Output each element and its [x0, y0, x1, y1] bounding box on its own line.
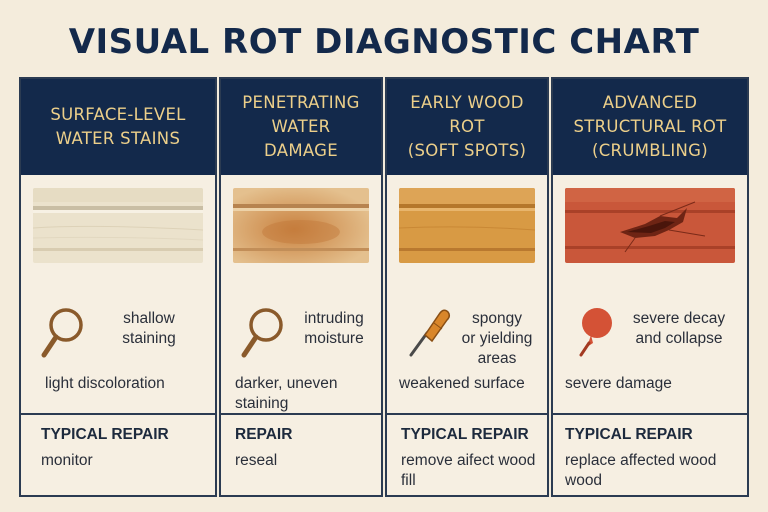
screwdriver-icon [407, 305, 451, 359]
divider [221, 413, 381, 415]
symptom-note: shallow staining [122, 310, 176, 347]
symptom-summary: severe damage [565, 375, 672, 392]
column-penetrating-damage: PENETRATING WATER DAMAGE [219, 77, 383, 497]
column-advanced-rot: ADVANCED STRUCTURAL ROT (CRUMBLING) seve [551, 77, 749, 497]
column-heading: EARLY WOOD ROT (SOFT SPOTS) [387, 79, 547, 175]
column-early-rot: EARLY WOOD ROT (SOFT SPOTS) spongy or yi… [385, 77, 549, 497]
column-heading: SURFACE-LEVEL WATER STAINS [21, 79, 215, 175]
symptom-note: spongy or yielding areas [461, 310, 533, 367]
wood-swatch-crumbling [565, 188, 735, 263]
column-heading: PENETRATING WATER DAMAGE [221, 79, 381, 175]
symptom-note: intruding moisture [304, 310, 364, 347]
magnifying-glass-icon [41, 305, 85, 359]
symptom-summary: darker, uneven staining [235, 375, 338, 412]
divider [21, 413, 215, 415]
wood-swatch-light [33, 188, 203, 263]
symptom-note: severe decay and collapse [632, 310, 726, 347]
repair-label: REPAIR [235, 426, 293, 443]
symptom-summary: weakened surface [399, 375, 525, 392]
repair-text: remove aifect wood fill [401, 452, 536, 489]
repair-text: replace affected wood wood [565, 452, 717, 489]
divider [387, 413, 547, 415]
page-title: VISUAL ROT DIAGNOSTIC CHART [68, 22, 700, 62]
wood-swatch-stained [233, 188, 369, 263]
repair-text: reseal [235, 452, 278, 469]
magnifying-glass-icon [241, 305, 285, 359]
repair-text: monitor [41, 452, 93, 469]
pin-icon [575, 305, 619, 359]
column-surface-stains: SURFACE-LEVEL WATER STAINS shallow stain… [19, 77, 217, 497]
repair-label: TYPICAL REPAIR [401, 426, 529, 443]
repair-label: TYPICAL REPAIR [565, 426, 693, 443]
wood-swatch-soft [399, 188, 535, 263]
divider [553, 413, 747, 415]
column-heading: ADVANCED STRUCTURAL ROT (CRUMBLING) [553, 79, 747, 175]
repair-label: TYPICAL REPAIR [41, 426, 169, 443]
symptom-summary: light discoloration [45, 375, 165, 392]
diagnostic-grid: SURFACE-LEVEL WATER STAINS shallow stain… [19, 77, 749, 497]
